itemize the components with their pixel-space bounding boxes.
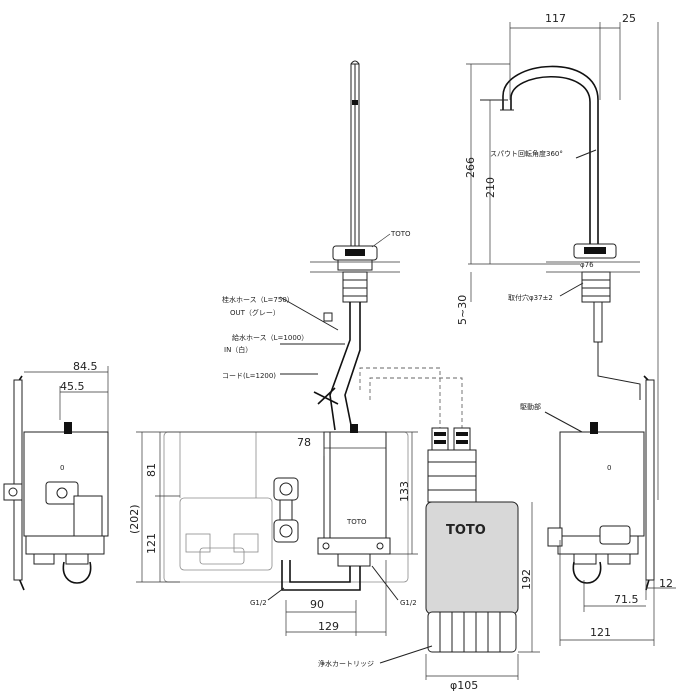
dim-117: 117	[545, 12, 566, 25]
label-g-left: G1/2	[250, 599, 267, 607]
water-filter-cartridge: TOTO	[425, 427, 519, 653]
center-faucet: TOTO	[279, 60, 411, 431]
label-cord: コード(L=1200)	[222, 372, 276, 380]
label-drive-unit: 駆動部	[520, 402, 541, 411]
hose-in	[344, 302, 361, 431]
cartridge-body	[425, 501, 519, 615]
center-control-unit: TOTO	[273, 424, 391, 591]
dim-129: 129	[318, 620, 339, 633]
gooseneck-outer	[502, 65, 599, 246]
dim-84-5: 84.5	[73, 360, 98, 373]
brand-tag-label: TOTO	[390, 230, 411, 238]
dim-45-5: 45.5	[60, 380, 85, 393]
label-in-white: IN（白）	[224, 345, 252, 354]
label-drain-hose: 桂水ホース（L=750）	[222, 295, 294, 304]
dimensions: 117 25 266 210 5~30 φ76 84.5 45.5 81 (20…	[24, 12, 676, 692]
left-unit-marker: 0	[60, 464, 64, 472]
dim-202: (202)	[128, 504, 141, 534]
dim-5-30: 5~30	[456, 295, 469, 325]
faucet-thread	[342, 271, 368, 303]
dim-133: 133	[398, 481, 411, 502]
hose-out	[329, 302, 351, 431]
dim-210: 210	[484, 177, 497, 198]
faucet-collar	[337, 259, 373, 271]
dim-121-right: 121	[590, 626, 611, 639]
dim-90: 90	[310, 598, 324, 611]
right-unit-body	[559, 431, 645, 537]
label-g-right: G1/2	[400, 599, 417, 607]
cartridge-logo: TOTO	[446, 523, 486, 538]
right-gooseneck-faucet	[500, 65, 641, 400]
dim-121-left: 121	[145, 533, 158, 554]
dim-266: 266	[464, 157, 477, 178]
dashed-hose-path	[359, 367, 441, 428]
dim-25: 25	[622, 12, 636, 25]
dim-105: φ105	[450, 679, 478, 692]
center-unit-body	[323, 431, 387, 539]
label-out-grey: OUT（グレー）	[230, 308, 280, 317]
dim-71-5: 71.5	[614, 593, 639, 606]
label-supply-hose: 給水ホース（L=1000）	[232, 333, 308, 342]
center-drain-pipe	[289, 560, 351, 583]
cartridge-cap	[427, 611, 517, 653]
label-spout-rotation: スパウト回転角度360°	[490, 149, 563, 158]
center-unit-logo: TOTO	[346, 518, 367, 526]
right-side-view: 0	[547, 375, 655, 591]
dim-78: 78	[297, 436, 311, 449]
left-side-view: 0	[3, 375, 109, 591]
label-cartridge: 浄水カートリッジ	[318, 659, 374, 668]
dim-81: 81	[145, 463, 158, 477]
right-unit-marker: 0	[607, 464, 611, 472]
dim-192: 192	[520, 569, 533, 590]
dim-12: 12	[659, 577, 673, 590]
label-mount-hole: 取付穴φ37±2	[508, 293, 553, 302]
dim-76: φ76	[580, 261, 594, 269]
